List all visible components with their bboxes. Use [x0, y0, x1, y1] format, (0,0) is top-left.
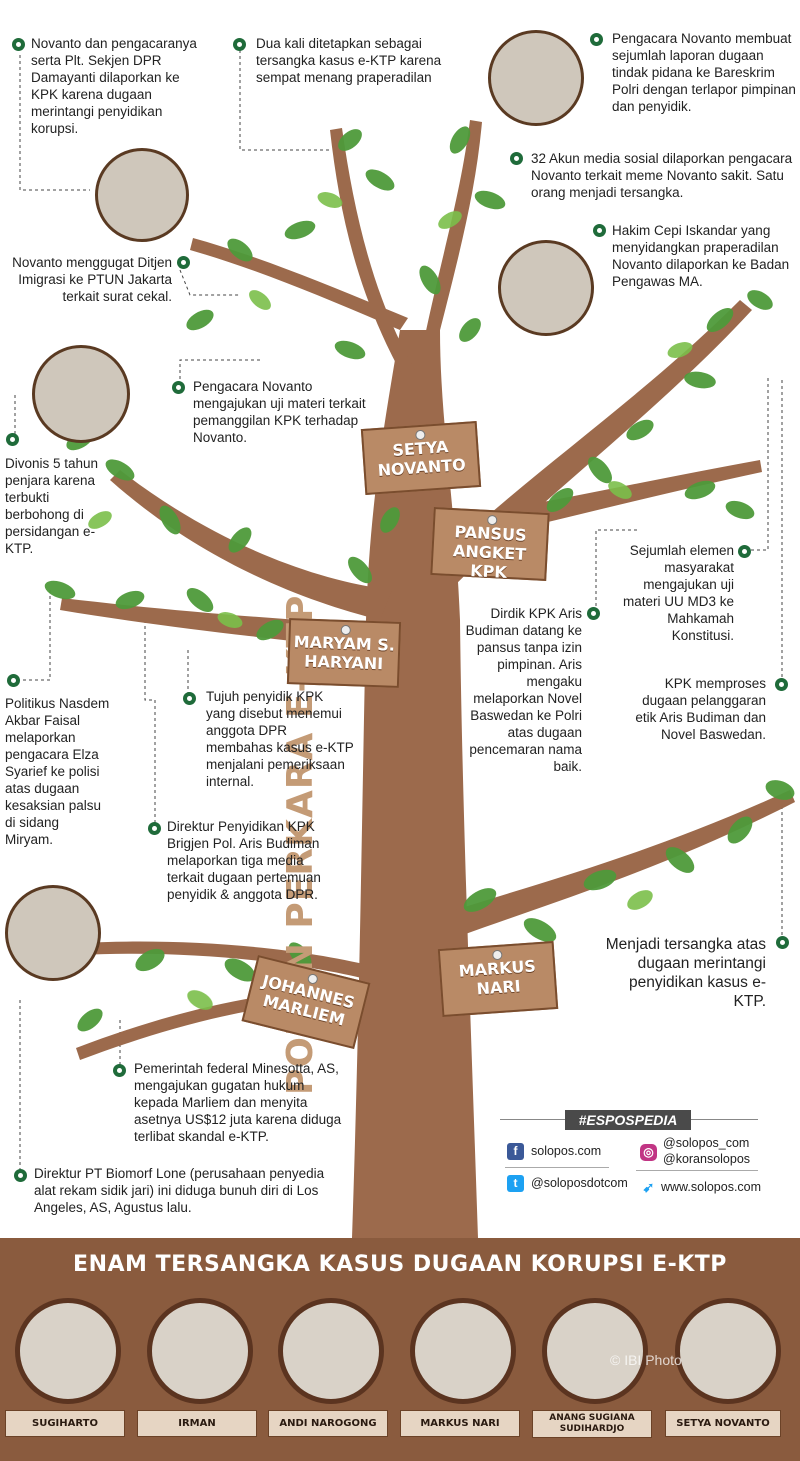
- avatar-fredrich: [95, 148, 189, 242]
- note-direktur-penyidikan: Direktur Penyidikan KPK Brigjen Pol. Ari…: [167, 819, 321, 902]
- suspect-name: IRMAN: [137, 1410, 257, 1437]
- note-akun-media-sosial: 32 Akun media sosial dilaporkan pengacar…: [531, 151, 793, 200]
- social-divider-2: [636, 1170, 758, 1171]
- suspect-photo: [278, 1298, 384, 1404]
- bullet-n14: [148, 822, 161, 835]
- suspect-photo: [15, 1298, 121, 1404]
- facebook-handle[interactable]: solopos.com: [531, 1144, 602, 1158]
- bullet-n12: [7, 674, 20, 687]
- bullet-n1: [12, 38, 25, 51]
- suspect-photo: [147, 1298, 253, 1404]
- sign-pansus-angket-kpk: PANSUS ANGKET KPK: [430, 507, 550, 582]
- instagram-handle-1[interactable]: @solopos_com: [663, 1136, 750, 1150]
- suspects-banner: ENAM TERSANGKA KASUS DUGAAN KORUPSI E-KT…: [0, 1238, 800, 1461]
- instagram-handle-2[interactable]: @koransolopos: [663, 1152, 751, 1166]
- note-dua-kali-tersangka: Dua kali ditetapkan sebagai tersangka ka…: [256, 36, 442, 85]
- bullet-n15: [776, 936, 789, 949]
- note-tujuh-penyidik: Tujuh penyidik KPK yang disebut menemui …: [206, 689, 354, 789]
- bullet-n7: [172, 381, 185, 394]
- avatar-pengacara: [488, 30, 584, 126]
- suspect-name: SUGIHARTO: [5, 1410, 125, 1437]
- note-merintangi-penyidikan: Menjadi tersangka atas dugaan merintangi…: [605, 936, 766, 1010]
- bullet-n5: [593, 224, 606, 237]
- note-dirdik-aris: Dirdik KPK Aris Budiman datang ke pansus…: [465, 606, 582, 774]
- bullet-n11: [775, 678, 788, 691]
- avatar-hakim-cepi: [498, 240, 594, 336]
- bullet-n4: [510, 152, 523, 165]
- bullet-n2: [233, 38, 246, 51]
- suspect-photo: [542, 1298, 648, 1404]
- web-icon: ➹: [642, 1179, 655, 1195]
- note-divonis: Divonis 5 tahun penjara karena terbukti …: [5, 456, 99, 556]
- sign-markus-nari: MARKUS NARI: [437, 941, 559, 1017]
- website-link[interactable]: www.solopos.com: [661, 1180, 762, 1194]
- instagram-icon: ◎: [640, 1144, 657, 1161]
- sign-maryam-haryani: MARYAM S. HARYANI: [286, 618, 402, 688]
- espospedia-tag: #ESPOSPEDIA: [565, 1110, 691, 1130]
- suspect-name: MARKUS NARI: [400, 1410, 520, 1437]
- bullet-n9: [738, 545, 751, 558]
- social-divider: [505, 1167, 609, 1168]
- note-hakim-cepi: Hakim Cepi Iskandar yang menyidangkan pr…: [612, 223, 790, 289]
- bullet-n3: [590, 33, 603, 46]
- note-dilaporkan-kpk: Novanto dan pengacaranya serta Plt. Sekj…: [31, 36, 197, 136]
- suspects-banner-title: ENAM TERSANGKA KASUS DUGAAN KORUPSI E-KT…: [73, 1252, 727, 1277]
- note-direktur-biomorf: Direktur PT Biomorf Lone (perusahaan pen…: [34, 1166, 325, 1215]
- facebook-icon: f: [507, 1143, 524, 1160]
- bullet-n16: [113, 1064, 126, 1077]
- suspect-name: ANDI NAROGONG: [268, 1410, 388, 1437]
- note-laporan-bareskrim: Pengacara Novanto membuat sejumlah lapor…: [612, 31, 796, 114]
- note-pemerintah-minesotta: Pemerintah federal Minesotta, AS, mengaj…: [134, 1061, 342, 1144]
- suspect-photo: [410, 1298, 516, 1404]
- avatar-miryam: [32, 345, 130, 443]
- twitter-icon: t: [507, 1175, 524, 1192]
- note-gugat-imigrasi: Novanto menggugat Ditjen Imigrasi ke PTU…: [12, 255, 172, 304]
- note-akbar-faisal: Politikus Nasdem Akbar Faisal melaporkan…: [5, 696, 110, 847]
- suspect-photo: [675, 1298, 781, 1404]
- suspect-name: SETYA NOVANTO: [665, 1410, 781, 1437]
- bullet-n6: [177, 256, 190, 269]
- twitter-handle[interactable]: @soloposdotcom: [531, 1176, 628, 1190]
- bullet-n10: [587, 607, 600, 620]
- bullet-n13: [183, 692, 196, 705]
- note-uji-materi-pemanggilan: Pengacara Novanto mengajukan uji materi …: [193, 379, 366, 445]
- note-etik-aris-novel: KPK memproses dugaan pelanggaran etik Ar…: [635, 676, 766, 742]
- avatar-johannes-marliem: [5, 885, 101, 981]
- suspect-name: ANANG SUGIANA SUDIHARDJO: [532, 1410, 652, 1438]
- bullet-n8: [6, 433, 19, 446]
- note-uji-materi-md3: Sejumlah elemen masyarakat mengajukan uj…: [622, 543, 734, 643]
- photo-watermark: © IBI Photo: [610, 1352, 682, 1368]
- bullet-n17: [14, 1169, 27, 1182]
